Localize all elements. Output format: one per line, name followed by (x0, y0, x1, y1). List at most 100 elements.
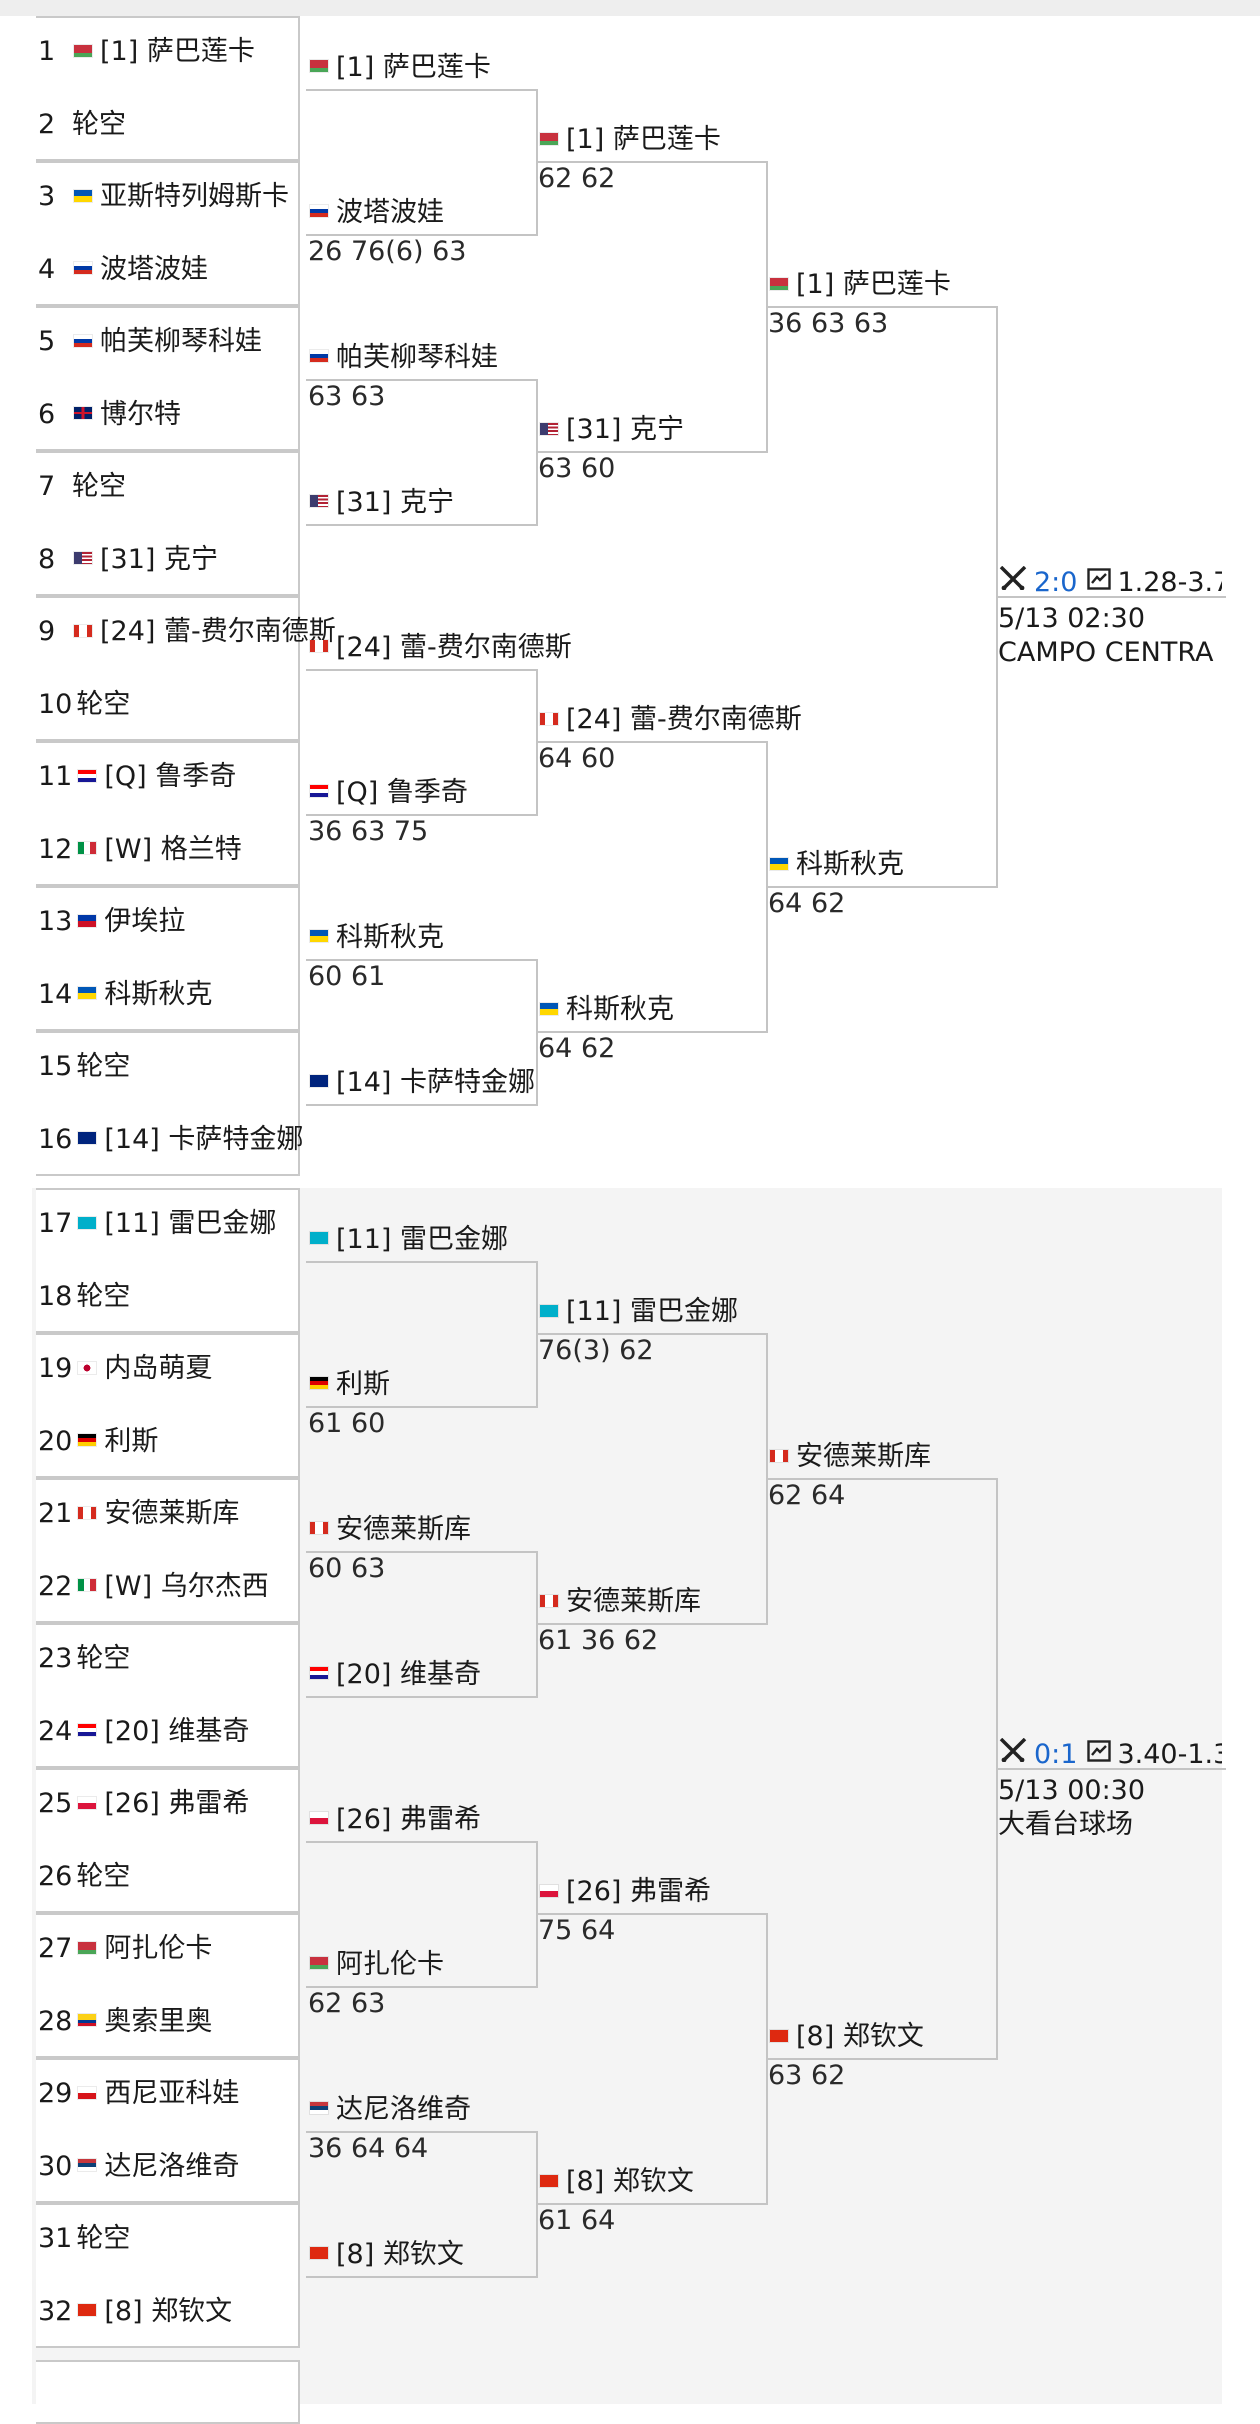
player-entry[interactable]: 32[8] 郑钦文 (38, 2295, 232, 2329)
player-entry[interactable]: 安德莱斯库 (768, 1440, 931, 1474)
player-entry[interactable]: [1] 萨巴莲卡 (308, 51, 491, 85)
player-entry[interactable]: [24] 蕾-费尔南德斯 (308, 631, 572, 665)
match-cell[interactable] (36, 1333, 300, 1478)
player-entry[interactable]: [14] 卡萨特金娜 (308, 1066, 535, 1100)
match-cell[interactable] (36, 2203, 300, 2348)
player-entry[interactable]: [8] 郑钦文 (768, 2020, 924, 2054)
match-cell[interactable] (36, 2360, 300, 2424)
player-entry[interactable]: 17[11] 雷巴金娜 (38, 1207, 276, 1241)
player-entry[interactable]: 16[14] 卡萨特金娜 (38, 1123, 303, 1157)
match-cell[interactable] (36, 1188, 300, 1333)
player-entry[interactable]: [1] 萨巴莲卡 (538, 123, 721, 157)
player-entry[interactable]: [26] 弗雷希 (538, 1875, 711, 1909)
player-entry[interactable]: [11] 雷巴金娜 (538, 1295, 738, 1329)
player-entry[interactable]: [31] 克宁 (538, 413, 684, 447)
flag-it-icon (78, 1579, 97, 1591)
match-cell[interactable] (36, 451, 300, 596)
player-entry[interactable]: 帕芙柳琴科娃 (308, 341, 498, 375)
player-entry[interactable]: 9[24] 蕾-费尔南德斯 (38, 615, 336, 649)
match-cell[interactable] (36, 2058, 300, 2203)
match-cell[interactable] (36, 1478, 300, 1623)
player-entry[interactable]: [8] 郑钦文 (308, 2238, 464, 2272)
player-entry[interactable]: 12[W] 格兰特 (38, 833, 242, 867)
match-cell[interactable] (36, 161, 300, 306)
match-cell[interactable] (36, 1031, 300, 1176)
player-entry[interactable]: [8] 郑钦文 (538, 2165, 694, 2199)
player-entry[interactable]: [20] 维基奇 (308, 1658, 481, 1692)
player-entry[interactable]: [11] 雷巴金娜 (308, 1223, 508, 1257)
draw-position: 15 (38, 1051, 73, 1082)
player-entry[interactable]: 24[20] 维基奇 (38, 1715, 249, 1749)
flag-de-icon (310, 1377, 328, 1389)
match-cell[interactable] (36, 1768, 300, 1913)
match-cell[interactable] (36, 1913, 300, 2058)
player-entry[interactable]: 达尼洛维奇 (308, 2093, 471, 2127)
player-entry[interactable]: 利斯 (308, 1368, 390, 1402)
player-name: 轮空 (72, 471, 126, 502)
match-cell[interactable] (36, 306, 300, 451)
player-entry[interactable]: 1[1] 萨巴莲卡 (38, 35, 255, 69)
player-name: 轮空 (76, 688, 131, 720)
player-entry[interactable]: [24] 蕾-费尔南德斯 (538, 703, 802, 737)
player-entry[interactable]: 8[31] 克宁 (38, 543, 218, 577)
player-entry[interactable]: 科斯秋克 (768, 848, 904, 882)
flag-au-icon (310, 1075, 328, 1087)
head-to-head[interactable]: 0:1 (1034, 1739, 1078, 1770)
player-entry[interactable]: 科斯秋克 (538, 993, 674, 1027)
player-entry[interactable]: 安德莱斯库 (538, 1585, 701, 1619)
match-score: 60 63 (308, 1552, 386, 1584)
player-entry[interactable]: 22[W] 乌尔杰西 (38, 1570, 269, 1604)
player-entry[interactable]: [31] 克宁 (308, 486, 454, 520)
head-to-head[interactable]: 2:0 (1034, 567, 1078, 598)
flag-ca-icon (540, 1594, 558, 1607)
match-score: 64 62 (768, 888, 846, 919)
player-entry[interactable]: 25[26] 弗雷希 (38, 1787, 249, 1821)
player-entry[interactable]: [26] 弗雷希 (308, 1803, 481, 1837)
player-entry[interactable]: [Q] 鲁季奇 (308, 776, 468, 810)
flag-cn-icon (310, 2247, 328, 2259)
player-name: [26] 弗雷希 (104, 1788, 250, 1819)
player-entry[interactable]: 阿扎伦卡 (308, 1948, 444, 1982)
draw-position: 23 (38, 1643, 73, 1674)
match-cell[interactable] (36, 1623, 300, 1768)
player-name: 轮空 (76, 2223, 131, 2254)
player-name: [14] 卡萨特金娜 (104, 1123, 304, 1155)
match-cell[interactable] (36, 741, 300, 886)
player-entry[interactable]: 安德莱斯库 (308, 1513, 471, 1547)
player-entry[interactable]: 波塔波娃 (308, 196, 444, 230)
player-name: [20] 维基奇 (104, 1715, 250, 1747)
draw-position: 19 (38, 1353, 73, 1384)
player-entry[interactable]: 11[Q] 鲁季奇 (38, 760, 236, 794)
match-cell[interactable] (36, 596, 300, 741)
match-cell[interactable] (36, 886, 300, 1031)
player-entry[interactable]: [1] 萨巴莲卡 (768, 268, 951, 302)
player-name: 科斯秋克 (104, 978, 213, 1010)
player-entry[interactable]: 科斯秋克 (308, 921, 444, 955)
player-name: 博尔特 (100, 398, 181, 430)
match-cell[interactable] (36, 16, 300, 161)
player-name: [11] 雷巴金娜 (104, 1208, 277, 1239)
